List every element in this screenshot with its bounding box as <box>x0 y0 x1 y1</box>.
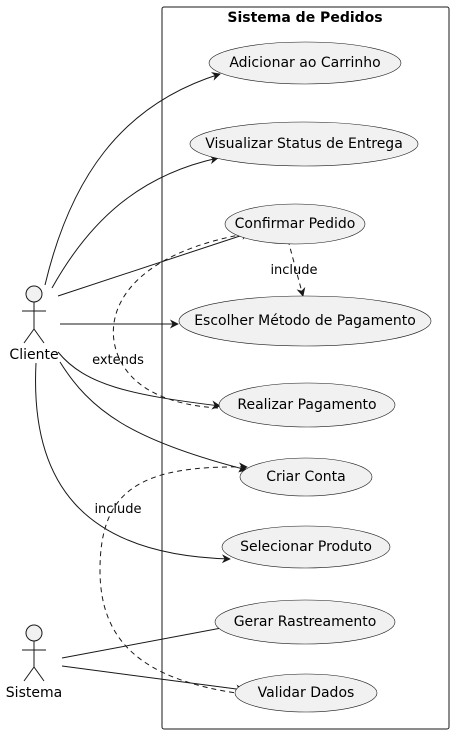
system-title: Sistema de Pedidos <box>227 10 382 26</box>
dependencies <box>99 229 306 695</box>
use-case-selecionar[interactable]: Selecionar Produto <box>221 525 391 569</box>
actor-label: Cliente <box>9 347 58 363</box>
use-case-label: Adicionar ao Carrinho <box>229 55 380 71</box>
use-case-confirmar[interactable]: Confirmar Pedido <box>224 203 366 245</box>
use-case-validar[interactable]: Validar Dados <box>234 673 378 713</box>
use-case-label: Visualizar Status de Entrega <box>205 136 403 152</box>
assoc-cliente-visualizar <box>51 155 219 289</box>
use-case-label: Validar Dados <box>258 685 355 701</box>
use-case-label: Criar Conta <box>266 469 346 485</box>
dep-include-confirmar-escolher <box>287 239 306 297</box>
use-case-label: Selecionar Produto <box>240 539 372 555</box>
use-case-label: Escolher Método de Pagamento <box>194 313 416 329</box>
associations <box>35 72 250 694</box>
assoc-cliente-realizar <box>57 351 221 410</box>
use-case-realizar[interactable]: Realizar Pagamento <box>218 382 396 428</box>
use-case-label: Gerar Rastreamento <box>234 614 377 630</box>
dep-extends-realizar-confirmar <box>112 229 251 409</box>
use-case-visualizar[interactable]: Visualizar Status de Entrega <box>189 121 419 167</box>
actor-cliente[interactable]: Cliente <box>9 285 59 363</box>
assoc-cliente-criar <box>59 361 248 473</box>
assoc-cliente-selecionar <box>35 362 231 564</box>
dep-include-validar-criar <box>99 462 248 695</box>
actor-label: Sistema <box>6 685 62 701</box>
relation-label: include <box>270 263 317 278</box>
assoc-sistema-gerar <box>61 623 233 659</box>
actor-sistema[interactable]: Sistema <box>6 624 62 701</box>
use-case-escolher[interactable]: Escolher Método de Pagamento <box>178 295 432 347</box>
stick-figure-icon <box>22 285 46 344</box>
relation-label: include <box>94 502 141 517</box>
use-case-criar[interactable]: Criar Conta <box>239 457 373 497</box>
stick-figure-icon <box>22 624 46 682</box>
use-case-label: Realizar Pagamento <box>237 397 376 413</box>
assoc-sistema-validar <box>61 665 245 694</box>
use-case-adicionar[interactable]: Adicionar ao Carrinho <box>208 41 402 85</box>
relation-label: extends <box>92 353 144 368</box>
use-case-gerar[interactable]: Gerar Rastreamento <box>214 599 396 645</box>
assoc-cliente-adicionar <box>44 72 221 286</box>
assoc-cliente-confirmar <box>57 231 250 297</box>
use-case-label: Confirmar Pedido <box>235 216 356 232</box>
